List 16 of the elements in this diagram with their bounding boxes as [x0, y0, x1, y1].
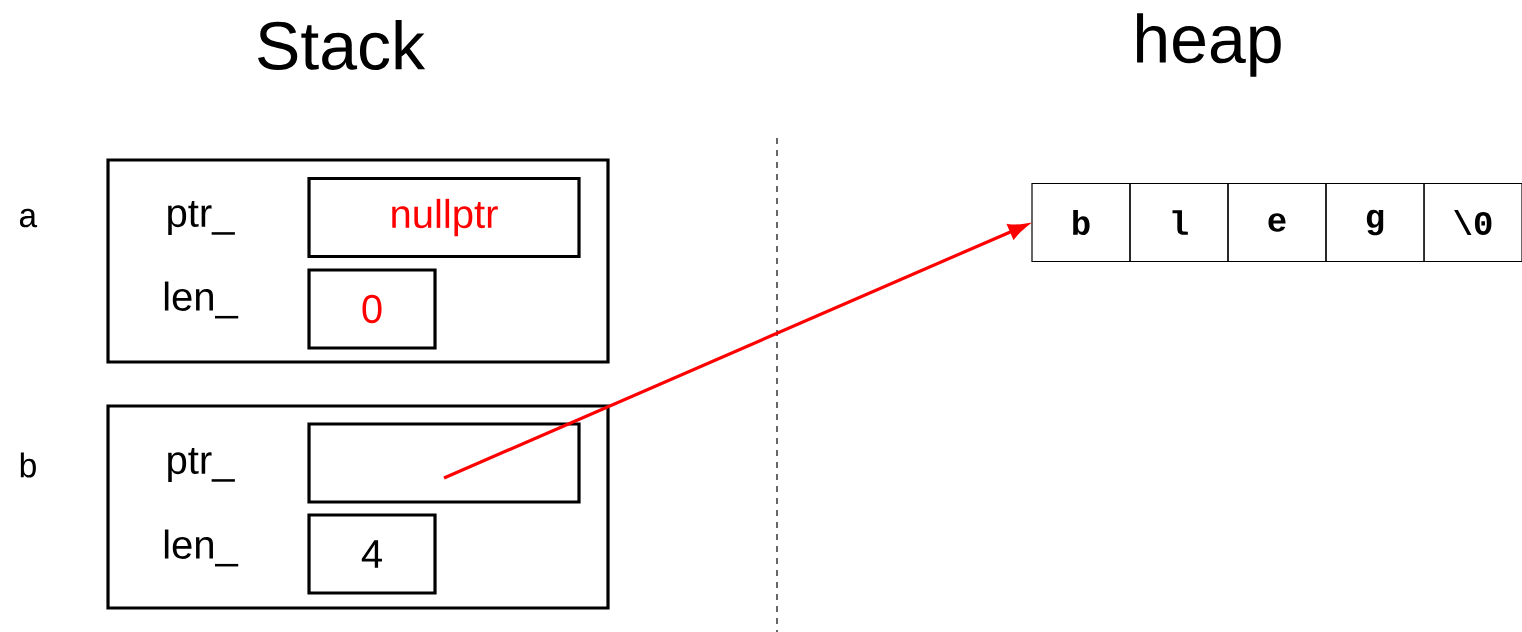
value-box: nullptr — [307, 176, 581, 259]
field-label: len_ — [164, 529, 239, 567]
value-box: 0 — [307, 268, 437, 350]
array-cell: e — [1227, 182, 1327, 263]
array-cell: b — [1031, 182, 1131, 263]
array-cell: l — [1129, 182, 1229, 263]
field-label: ptr_ — [168, 200, 235, 236]
array-cell: \0 — [1423, 182, 1522, 263]
heading: heap — [1137, 13, 1281, 77]
variable-label: b — [20, 452, 36, 478]
array-cell: g — [1325, 182, 1425, 263]
field-label: len_ — [164, 281, 239, 319]
field-label: ptr_ — [168, 447, 235, 483]
value-box: 4 — [307, 513, 437, 595]
heading: Stack — [258, 20, 426, 70]
variable-label: a — [19, 208, 38, 228]
